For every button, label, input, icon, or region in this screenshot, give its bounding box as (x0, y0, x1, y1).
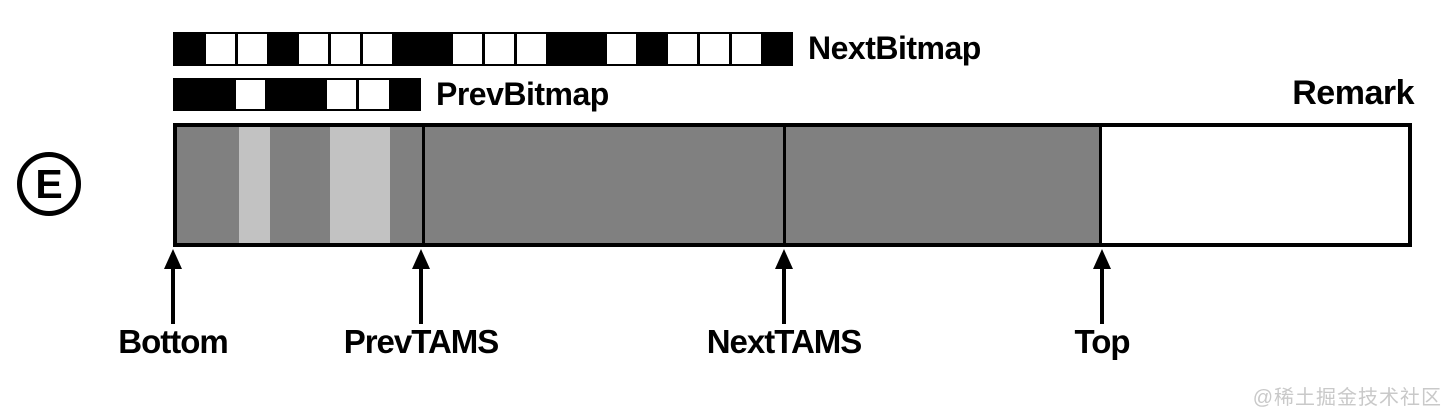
remark-label: Remark (1292, 74, 1414, 112)
marked-bit-cell (266, 80, 296, 109)
unmarked-bit-cell (297, 33, 329, 64)
arrow-up-icon (412, 249, 430, 269)
unmarked-bit-cell (698, 33, 730, 64)
marked-stripe (177, 127, 240, 243)
unmarked-stripe (329, 127, 391, 243)
marked-bit-cell (204, 80, 234, 109)
prev-bitmap-row: PrevBitmap (173, 76, 609, 113)
next-bitmap-label: NextBitmap (808, 30, 981, 66)
unmarked-bit-cell (324, 80, 358, 109)
marked-bit-cell (762, 33, 791, 64)
marked-stripe (390, 127, 422, 243)
phase-label: E (35, 160, 63, 207)
pointer-prevtams-label: PrevTAMS (343, 323, 500, 360)
marked-bit-cell (175, 33, 204, 64)
marked-bit-cell (389, 80, 419, 109)
marked-bit-cell (637, 33, 666, 64)
marked-bit-cell (422, 33, 451, 64)
arrow-up-icon (1093, 249, 1111, 269)
marked-bit-cell (175, 80, 205, 109)
arrow-stem (419, 267, 423, 324)
unmarked-bit-cell (666, 33, 698, 64)
pointer-nexttams-label: NextTAMS (706, 323, 863, 360)
unmarked-bit-cell (515, 33, 547, 64)
unmarked-bit-cell (730, 33, 762, 64)
arrow-up-icon (164, 249, 182, 269)
unmarked-bit-cell (233, 80, 267, 109)
segment-bottom-to-prevtams (177, 127, 422, 243)
prev-bitmap-cells (173, 78, 421, 111)
region-bar (173, 123, 1412, 247)
unmarked-bit-cell (451, 33, 483, 64)
next-bitmap-cells (173, 31, 793, 66)
unmarked-bit-cell (605, 33, 637, 64)
phase-circle: E (17, 152, 81, 216)
segment-nexttams-to-top (782, 127, 1100, 243)
next-bitmap-row: NextBitmap (173, 30, 981, 67)
unmarked-bit-cell (204, 33, 236, 64)
arrow-stem (171, 267, 175, 324)
arrow-up-icon (775, 249, 793, 269)
pointer-top-label: Top (1074, 323, 1130, 360)
marked-stripe (269, 127, 330, 243)
unmarked-bit-cell (361, 33, 393, 64)
unmarked-bit-cell (357, 80, 390, 109)
marked-bit-cell (295, 80, 325, 109)
unmarked-bit-cell (236, 33, 268, 64)
marked-bit-cell (268, 33, 297, 64)
unmarked-bit-cell (483, 33, 515, 64)
marked-bit-cell (393, 33, 422, 64)
segment-top-to-end (1099, 127, 1408, 243)
marked-bit-cell (576, 33, 605, 64)
arrow-stem (782, 267, 786, 324)
pointer-bottom-label: Bottom (118, 323, 228, 360)
arrow-stem (1100, 267, 1104, 324)
unmarked-bit-cell (329, 33, 361, 64)
segment-prevtams-to-nexttams (421, 127, 783, 243)
unmarked-stripe (239, 127, 270, 243)
watermark: @稀土掘金技术社区 (1252, 387, 1442, 409)
marked-bit-cell (547, 33, 576, 64)
prev-bitmap-label: PrevBitmap (436, 76, 609, 112)
